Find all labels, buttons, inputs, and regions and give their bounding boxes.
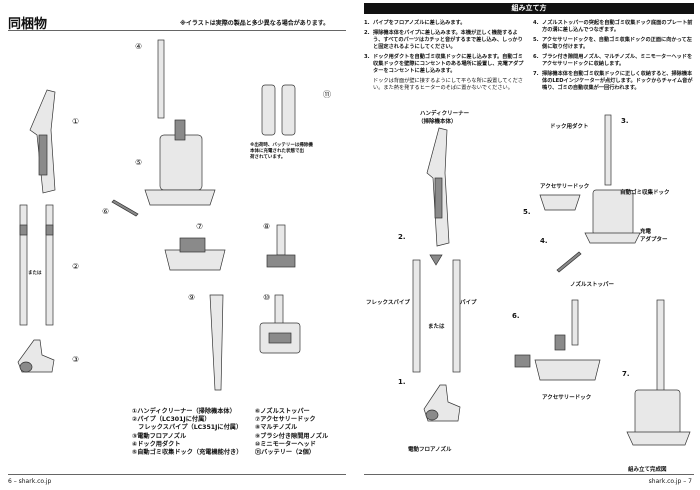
step-text: 掃除機本体を自動ゴミ収集ドックに正しく収納すると、掃除機本体のLEDインジケータ… [542, 71, 693, 91]
multi-nozzle-illustration [266, 224, 296, 268]
marker-10: ⑩ [263, 293, 271, 302]
label-flex-pipe: フレックスパイプ [366, 300, 410, 306]
step-text: ノズルストッパーの突起を自動ゴミ収集ドック底面のプレート前方の溝に差し込んでつな… [542, 20, 693, 33]
assembly-title: 組み立て方 [511, 4, 547, 12]
label-dock-duct: ドック用ダクト [550, 124, 589, 130]
dock-duct-illustration [157, 39, 165, 119]
step-number: 4. [533, 20, 539, 26]
footer-divider-right [364, 474, 694, 475]
accessory-dock-illustration [164, 237, 226, 271]
label-handy: ハンディクリーナー [420, 111, 470, 117]
handy-cleaner-illustration [29, 89, 56, 194]
contents-legend-col2: ⑥ノズルストッパー ⑦アクセサリードック ⑧マルチノズル ⑨ブラシ付き隙間用ノズ… [255, 408, 328, 457]
step-number: 2. [364, 30, 370, 36]
marker-2: ② [72, 262, 80, 271]
legend-item: ⑦アクセサリードック [255, 416, 316, 424]
step3-note: ドックは背面が壁に接するようにして平らな所に設置してください。また熱を発するヒー… [373, 78, 523, 91]
dock-assembly-illustration [539, 114, 641, 244]
label-step1: 1. [398, 378, 406, 386]
or-label: または [28, 271, 42, 276]
legend-item: フレックスパイプ（LC351Jに付属） [132, 424, 243, 432]
marker-4: ④ [135, 42, 143, 51]
marker-1: ① [72, 117, 80, 126]
label-step2: 2. [398, 233, 406, 241]
legend-item: ⑤自動ゴミ収集ドック（充電機能付き） [132, 449, 243, 457]
pipe-step-illustration [412, 254, 461, 373]
step-text: パイプをフロアノズルに差し込みます。 [373, 20, 466, 26]
steps-col1: 1.パイプをフロアノズルに差し込みます。 2.掃除機本体をパイプに差し込みます。… [364, 20, 524, 92]
steps-col2: 4.ノズルストッパーの突起を自動ゴミ収集ドック底面のプレート前方の溝に差し込んで… [533, 20, 693, 92]
marker-3: ③ [72, 355, 80, 364]
label-step3: 3. [621, 117, 629, 125]
label-adapter-2: アダプター [640, 237, 668, 243]
legend-item: ⑪バッテリー（2個） [255, 449, 315, 457]
marker-8: ⑧ [263, 222, 271, 231]
step-text: ブラシ付き隙間用ノズル、マルチノズル、ミニモーターヘッドをアクセサリードックに収… [542, 54, 693, 67]
battery-note: ※出荷時、バッテリーは掃除機 本体に充電された状態で出 荷されています。 [250, 143, 313, 161]
label-pipe: パイプ [460, 300, 477, 306]
illustration-note: ※イラストは実際の製品と多少異なる場合があります。 [180, 20, 330, 27]
marker-11: ⑪ [323, 90, 331, 99]
step-text: アクセサリードックを、自動ゴミ収集ドックの正面に向かって左側に取り付けます。 [542, 37, 692, 50]
label-step6: 6. [512, 312, 520, 320]
floor-nozzle-illustration [17, 339, 55, 373]
label-handy-sub: （掃除機本体） [418, 119, 457, 125]
step-number: 6. [533, 54, 539, 60]
label-step5: 5. [523, 208, 531, 216]
floor-nozzle-step-illustration [423, 384, 461, 422]
step-text: ドック用ダクトを自動ゴミ収集ドックに差し込みます。自動ゴミ収集ドックを壁際にコン… [373, 54, 524, 74]
label-complete: 組み立て完成図 [628, 467, 667, 473]
handy-cleaner-step-illustration [426, 127, 450, 247]
marker-7: ⑦ [196, 222, 204, 231]
legend-item: ②パイプ（LC301Jに付属） [132, 416, 211, 424]
label-auto-dock: 自動ゴミ収集ドック [620, 190, 670, 196]
contents-legend-col1: ①ハンディクリーナー（掃除機本体） ②パイプ（LC301Jに付属） フレックスパ… [132, 408, 242, 457]
legend-item: ⑨ブラシ付き隙間用ノズル [255, 432, 329, 440]
label-floor-nozzle: 電動フロアノズル [408, 447, 452, 453]
legend-item: ③電動フロアノズル [132, 432, 187, 440]
left-footer: 6 – shark.co.jp [8, 478, 52, 485]
complete-assembly-illustration [626, 299, 691, 446]
step-number: 3. [364, 54, 370, 60]
left-page-title: 同梱物 [8, 17, 48, 32]
assembly-title-bar: 組み立て方 [364, 3, 694, 14]
crevice-tool-illustration [209, 294, 224, 391]
step-text: 掃除機本体をパイプに差し込みます。本機が正しく機能するよう、すべてのパーツはカチ… [373, 30, 523, 50]
step-number: 7. [533, 71, 539, 77]
marker-6: ⑥ [102, 207, 110, 216]
legend-item: ①ハンディクリーナー（掃除機本体） [132, 408, 236, 415]
label-adapter-1: 充電 [640, 229, 652, 235]
label-nozzle-stopper: ノズルストッパー [570, 282, 615, 288]
label-accessory-dock: アクセサリードック [540, 184, 590, 190]
right-footer: shark.co.jp – 7 [648, 478, 692, 485]
battery-note-line: ※出荷時、バッテリーは掃除機 [250, 143, 313, 148]
battery-note-line: 荷されています。 [250, 155, 286, 160]
step-number: 1. [364, 20, 370, 26]
accessory-storage-illustration [514, 299, 601, 381]
legend-item: ⑩ミニモーターヘッド [255, 440, 316, 448]
nozzle-stopper-step-illustration [556, 251, 582, 273]
legend-item: ⑧マルチノズル [255, 424, 298, 432]
label-accessory-dock-2: アクセサリードック [542, 395, 592, 401]
step-number: 5. [533, 37, 539, 43]
marker-9: ⑨ [188, 293, 196, 302]
legend-item: ④ドック用ダクト [132, 440, 181, 448]
auto-dock-illustration [144, 119, 216, 206]
nozzle-stopper-illustration [111, 199, 139, 217]
legend-item: ⑥ノズルストッパー [255, 408, 310, 415]
footer-divider-left [8, 474, 346, 475]
label-or: または [428, 324, 445, 330]
header-divider [8, 30, 346, 31]
battery-note-line: 本体に充電された状態で出 [250, 149, 304, 154]
pipe-illustration [19, 204, 54, 326]
mini-motor-head-illustration [259, 294, 301, 354]
label-step7: 7. [622, 370, 630, 378]
battery-illustration [261, 84, 296, 136]
marker-5: ⑤ [135, 158, 143, 167]
label-step4: 4. [540, 237, 548, 245]
